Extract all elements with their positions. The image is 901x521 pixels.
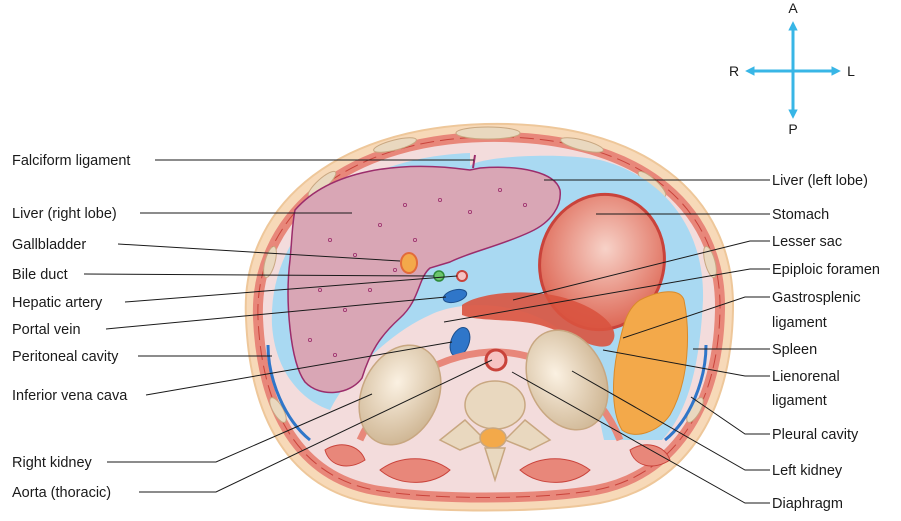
label-liver-left-lobe: Liver (left lobe) <box>772 173 868 189</box>
bile-duct <box>434 271 444 281</box>
labels-right: Liver (left lobe) Stomach Lesser sac Epi… <box>772 173 880 512</box>
label-gastrosplenic-line1: Gastrosplenic <box>772 290 861 306</box>
compass-posterior-label: P <box>788 121 797 137</box>
label-liver-right-lobe: Liver (right lobe) <box>12 206 117 222</box>
label-epiploic-foramen: Epiploic foramen <box>772 262 880 278</box>
label-stomach: Stomach <box>772 207 829 223</box>
label-peritoneal-cavity: Peritoneal cavity <box>12 349 119 365</box>
aorta <box>486 350 506 370</box>
gallbladder <box>401 253 417 273</box>
label-aorta-thoracic: Aorta (thoracic) <box>12 485 111 501</box>
label-portal-vein: Portal vein <box>12 322 81 338</box>
label-bile-duct: Bile duct <box>12 267 68 283</box>
label-lienorenal-line2: ligament <box>772 393 827 409</box>
label-pleural-cavity: Pleural cavity <box>772 427 859 443</box>
compass-right-label: R <box>729 63 739 79</box>
label-left-kidney: Left kidney <box>772 463 843 479</box>
hepatic-artery <box>457 271 467 281</box>
label-inferior-vena-cava: Inferior vena cava <box>12 388 128 404</box>
label-hepatic-artery: Hepatic artery <box>12 295 103 311</box>
compass-left-label: L <box>847 63 855 79</box>
compass-anterior-label: A <box>788 0 798 16</box>
label-lienorenal-line1: Lienorenal <box>772 369 840 385</box>
label-falciform-ligament: Falciform ligament <box>12 153 130 169</box>
cross-section <box>246 124 733 511</box>
labels-left: Falciform ligament Liver (right lobe) Ga… <box>12 153 130 501</box>
label-right-kidney: Right kidney <box>12 455 93 471</box>
label-lesser-sac: Lesser sac <box>772 234 842 250</box>
label-spleen: Spleen <box>772 342 817 358</box>
orientation-compass: A P R L <box>729 0 855 137</box>
label-gastrosplenic-line2: ligament <box>772 315 827 331</box>
label-gallbladder: Gallbladder <box>12 237 86 253</box>
label-diaphragm: Diaphragm <box>772 496 843 512</box>
